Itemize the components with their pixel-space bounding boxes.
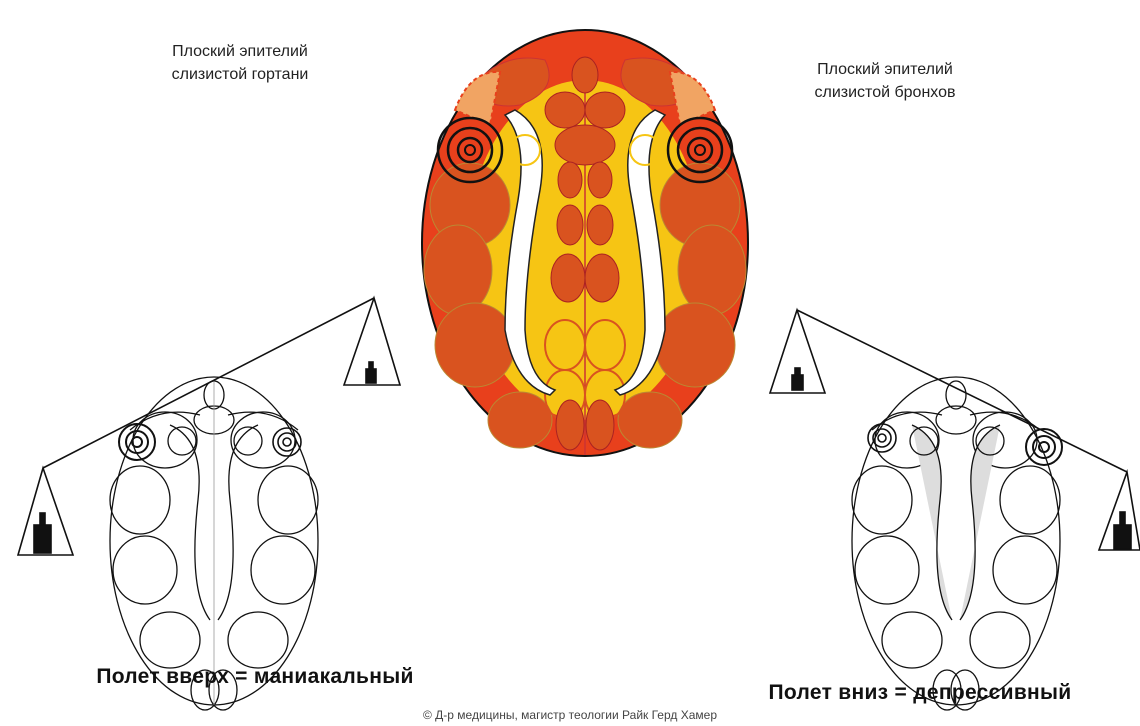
label-bronchi-epithelium: Плоский эпителий слизистой бронхов — [765, 58, 1005, 104]
label-larynx-epithelium: Плоский эпителий слизистой гортани — [120, 40, 360, 86]
right-outline-target-ring-small — [868, 424, 896, 452]
left-outline-schema — [110, 377, 318, 710]
left-outline-target-ring-small — [273, 428, 301, 456]
right-outline-schema — [852, 377, 1060, 710]
right-outline-target-ring — [1026, 429, 1062, 465]
label-bronchi-line2: слизистой бронхов — [765, 81, 1005, 104]
label-larynx-line1: Плоский эпителий — [120, 40, 360, 63]
copyright-note: © Д-р медицины, магистр теологии Райк Ге… — [380, 708, 760, 722]
balance-scale-left — [18, 298, 400, 555]
balance-scale-right — [770, 310, 1140, 550]
label-bronchi-line1: Плоский эпителий — [765, 58, 1005, 81]
label-larynx-line2: слизистой гортани — [120, 63, 360, 86]
label-depressive-flight: Полет вниз = депрессивный — [720, 681, 1120, 705]
label-manic-flight: Полет вверх = маниакальный — [60, 665, 450, 689]
central-brain-schema — [422, 30, 748, 456]
